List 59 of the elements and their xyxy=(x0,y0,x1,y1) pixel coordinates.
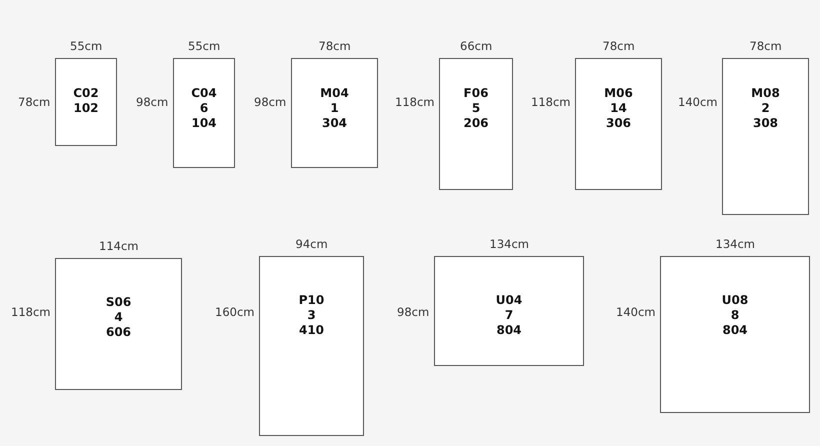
size-rectangle xyxy=(575,58,662,190)
format-number: 4 xyxy=(113,310,124,325)
format-number: 5 xyxy=(470,101,482,116)
format-code: F06 xyxy=(462,86,490,101)
height-label: 98cm xyxy=(136,95,168,109)
format-code: U08 xyxy=(720,293,750,308)
size-rectangle xyxy=(722,58,809,215)
format-number: 102 xyxy=(72,101,100,116)
size-rectangle xyxy=(291,58,378,168)
width-label: 55cm xyxy=(188,39,220,53)
width-label: 78cm xyxy=(750,39,782,53)
width-label: 134cm xyxy=(490,237,529,251)
format-number: 7 xyxy=(504,308,514,323)
format-code: M04 xyxy=(319,86,350,101)
width-label: 66cm xyxy=(460,39,492,53)
width-label: 94cm xyxy=(296,237,328,251)
width-label: 114cm xyxy=(99,239,138,253)
format-number: 14 xyxy=(609,101,628,116)
size-rectangle xyxy=(660,256,810,413)
height-label: 160cm xyxy=(215,305,254,319)
height-label: 140cm xyxy=(678,95,718,109)
size-rectangle xyxy=(173,58,235,168)
height-label: 118cm xyxy=(395,95,434,109)
format-number: 804 xyxy=(721,323,749,338)
format-number: 2 xyxy=(760,101,771,116)
format-code: P10 xyxy=(298,293,326,308)
format-number: 206 xyxy=(462,116,490,131)
format-number: 104 xyxy=(190,116,218,131)
format-number: 410 xyxy=(298,323,326,338)
size-rectangle xyxy=(55,258,182,390)
height-label: 98cm xyxy=(397,305,430,319)
format-code: C04 xyxy=(190,86,218,101)
format-code: S06 xyxy=(104,295,132,310)
format-number: 304 xyxy=(320,116,348,131)
format-number: 606 xyxy=(104,325,132,340)
width-label: 134cm xyxy=(716,237,755,251)
width-label: 78cm xyxy=(602,39,635,53)
size-rectangle xyxy=(55,58,117,146)
format-number: 1 xyxy=(329,101,340,116)
format-number: 6 xyxy=(198,101,210,116)
size-rectangle xyxy=(259,256,364,436)
format-code: M08 xyxy=(750,86,781,101)
size-rectangle xyxy=(439,58,513,190)
format-code: U04 xyxy=(494,293,524,308)
format-number: 804 xyxy=(495,323,523,338)
format-number: 308 xyxy=(752,116,780,131)
height-label: 78cm xyxy=(18,95,50,109)
height-label: 98cm xyxy=(254,95,286,109)
format-number: 8 xyxy=(730,308,740,323)
format-code: M06 xyxy=(603,86,634,101)
width-label: 78cm xyxy=(318,39,351,53)
height-label: 140cm xyxy=(616,305,656,319)
format-number: 3 xyxy=(306,308,317,323)
width-label: 55cm xyxy=(70,39,102,53)
height-label: 118cm xyxy=(11,305,50,319)
format-number: 306 xyxy=(604,116,632,131)
size-rectangle xyxy=(434,256,584,366)
height-label: 118cm xyxy=(531,95,570,109)
format-code: C02 xyxy=(72,86,100,101)
